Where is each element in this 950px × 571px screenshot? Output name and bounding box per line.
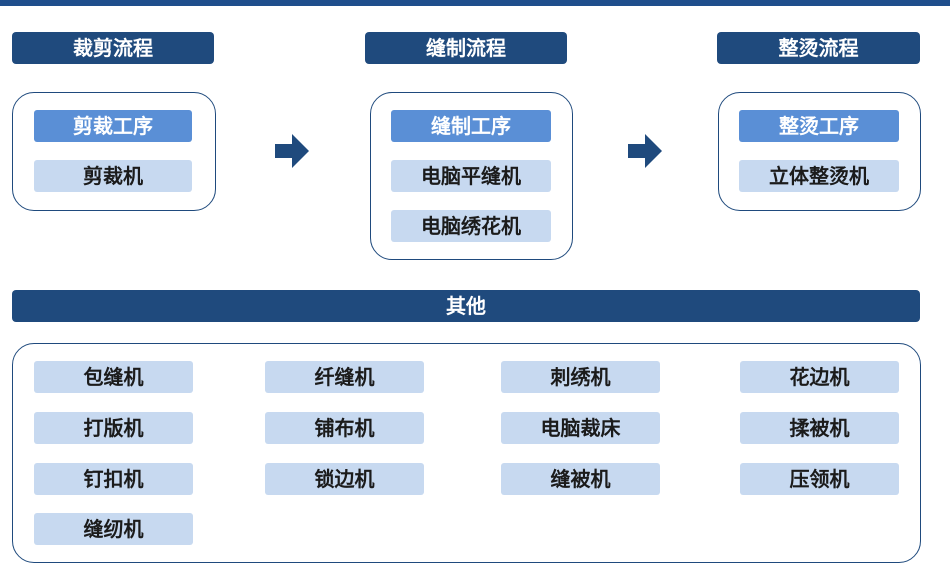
machine-box: 立体整烫机 [739, 160, 899, 192]
arrow-right-icon [628, 134, 662, 168]
machine-box: 压领机 [740, 463, 899, 495]
machine-box: 缝纫机 [34, 513, 193, 545]
machine-box: 锁边机 [265, 463, 424, 495]
machine-box: 电脑平缝机 [391, 160, 551, 192]
machine-box: 包缝机 [34, 361, 193, 393]
machine-box: 电脑绣花机 [391, 210, 551, 242]
sewing-process-header: 缝制流程 [365, 32, 567, 64]
machine-box: 花边机 [740, 361, 899, 393]
ironing-process-header: 整烫流程 [717, 32, 920, 64]
machine-box: 电脑裁床 [501, 412, 660, 444]
machine-box: 打版机 [34, 412, 193, 444]
other-header: 其他 [12, 290, 920, 322]
machine-box: 纤缝机 [265, 361, 424, 393]
machine-box: 缝被机 [501, 463, 660, 495]
ironing-step-box: 整烫工序 [739, 110, 899, 142]
machine-box: 剪裁机 [34, 160, 192, 192]
cutting-process-header: 裁剪流程 [12, 32, 214, 64]
ironing-process-group: 整烫工序 立体整烫机 [718, 92, 921, 211]
sewing-step-box: 缝制工序 [391, 110, 551, 142]
arrow-right-icon [275, 134, 309, 168]
machine-box: 揉被机 [740, 412, 899, 444]
cutting-process-group: 剪裁工序 剪裁机 [12, 92, 216, 211]
sewing-process-group: 缝制工序 电脑平缝机 电脑绣花机 [370, 92, 573, 260]
machine-box: 钉扣机 [34, 463, 193, 495]
machine-box: 刺绣机 [501, 361, 660, 393]
other-machines-group: 包缝机 纤缝机 刺绣机 花边机 打版机 铺布机 电脑裁床 揉被机 钉扣机 锁边机… [12, 343, 921, 563]
top-accent-bar [0, 0, 950, 6]
machine-box: 铺布机 [265, 412, 424, 444]
cutting-step-box: 剪裁工序 [34, 110, 192, 142]
